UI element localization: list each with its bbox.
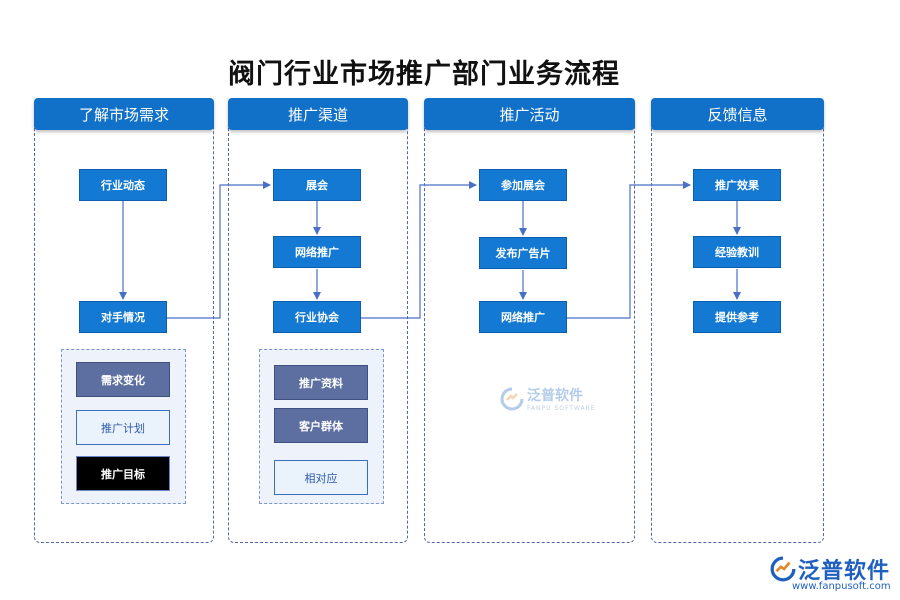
watermark-corner: 泛普软件 www.fanpusoft.com [770, 553, 891, 592]
box-customer-groups: 客户群体 [274, 408, 368, 443]
arrow-competitor-to-exhibition [167, 181, 271, 319]
arrow-online-to-effect [567, 181, 691, 319]
watermark-center: 泛普软件 FANPU SOFTWARE [500, 385, 596, 412]
fanpu-logo-icon [500, 387, 524, 410]
node-publish-ad: 发布广告片 [479, 237, 567, 269]
box-promotion-target: 推广目标 [76, 456, 170, 491]
lane-header-promotion-channels: 推广渠道 [228, 98, 408, 130]
node-promotion-effect: 推广效果 [693, 169, 781, 201]
node-lessons-learned: 经验教训 [693, 236, 781, 268]
node-competitor-status: 对手情况 [79, 301, 167, 333]
node-provide-reference: 提供参考 [693, 301, 781, 333]
page-title: 阀门行业市场推广部门业务流程 [228, 59, 620, 90]
node-exhibition: 展会 [273, 169, 361, 201]
arrow-association-to-attend [361, 181, 477, 319]
node-online-promotion: 网络推广 [273, 236, 361, 268]
node-industry-association: 行业协会 [273, 301, 361, 333]
node-online-promotion-2: 网络推广 [479, 301, 567, 333]
lane-header-feedback: 反馈信息 [651, 98, 824, 130]
box-demand-change: 需求变化 [76, 362, 170, 397]
lane-header-market-demand: 了解市场需求 [34, 98, 214, 130]
watermark-center-subtext: FANPU SOFTWARE [527, 405, 596, 412]
node-industry-trends: 行业动态 [79, 169, 167, 201]
watermark-center-text: 泛普软件 [527, 388, 583, 404]
box-corresponding: 相对应 [274, 460, 368, 495]
watermark-corner-text: 泛普软件 [798, 559, 891, 584]
fanpu-logo-icon [770, 556, 796, 582]
box-promotion-plan: 推广计划 [76, 410, 170, 445]
watermark-corner-url: www.fanpusoft.com [792, 581, 891, 592]
lane-header-promotion-activities: 推广活动 [424, 98, 635, 130]
node-attend-exhibition: 参加展会 [479, 169, 567, 201]
box-promotion-materials: 推广资料 [274, 365, 368, 400]
